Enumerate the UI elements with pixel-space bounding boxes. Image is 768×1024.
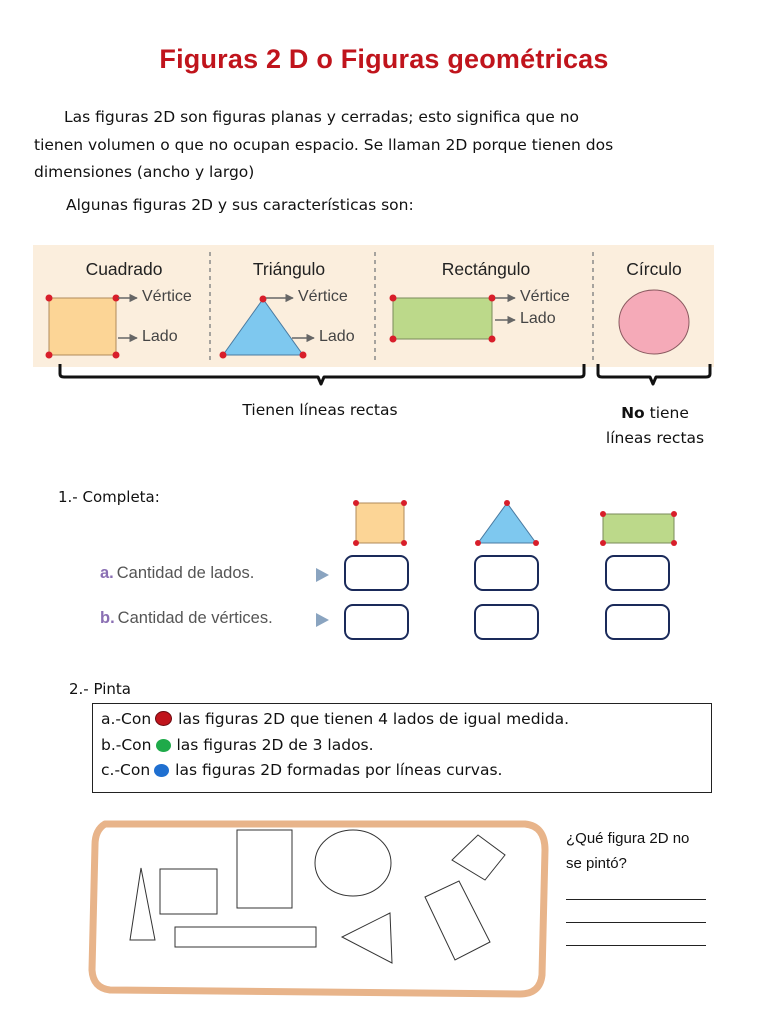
tilted-rectangle-figure	[424, 880, 491, 961]
long-rectangle-figure	[174, 926, 317, 948]
exercise-2-title: 2.- Pinta	[69, 680, 131, 698]
answer-line-2[interactable]	[566, 922, 706, 923]
answer-line-3[interactable]	[566, 945, 706, 946]
shapes-panel-drawing	[45, 252, 712, 386]
triangle-name: Triángulo	[252, 259, 326, 279]
intro-line-3: dimensiones (ancho y largo)	[34, 163, 255, 181]
vertex-dot	[45, 294, 53, 302]
side-question: ¿Qué figura 2D no se pintó?	[566, 830, 690, 872]
circle-name: Círculo	[626, 259, 682, 279]
intro-line-2: tienen volumen o que no ocupan espacio. …	[34, 135, 614, 154]
play-arrow-icon	[316, 568, 329, 582]
answer-line-1[interactable]	[566, 899, 706, 900]
straight-lines-caption: Tienen líneas rectas	[242, 401, 398, 419]
circle-figure	[314, 829, 392, 897]
rectangle-vertex-label: Vértice	[520, 288, 570, 305]
side-triangle-figure	[340, 912, 393, 964]
tilted-square-figure	[451, 834, 506, 881]
curved-group-brace	[596, 364, 712, 386]
circle-shape	[618, 289, 690, 355]
ex-rectangle-shape	[602, 513, 675, 544]
vertex-dot	[45, 351, 53, 359]
vertex-dot	[389, 294, 397, 302]
vertex-dot	[112, 351, 120, 359]
straight-group-brace	[58, 364, 586, 386]
answer-box-rectangle-vertices[interactable]	[605, 604, 670, 640]
answer-box-square-vertices[interactable]	[344, 604, 409, 640]
ex-square-shape	[355, 502, 405, 544]
intro-line-4: Algunas figuras 2D y sus características…	[66, 196, 414, 214]
vertex-dot	[219, 351, 227, 359]
play-arrow-icon	[316, 613, 329, 627]
no-bold: No	[621, 404, 645, 422]
exercise-1-shapes	[316, 500, 677, 627]
square-figure	[159, 868, 218, 915]
vertex-dot	[259, 295, 267, 303]
vertex-dot	[488, 294, 496, 302]
blue-dot-icon	[154, 764, 170, 777]
vertex-dot	[488, 335, 496, 343]
intro-line-1: Las figuras 2D son figuras planas y cerr…	[64, 108, 580, 126]
vertex-dot	[112, 294, 120, 302]
triangle-side-label: Lado	[319, 328, 355, 345]
rectangle-shape	[392, 297, 493, 340]
row-a-label: a.Cantidad de lados.	[100, 564, 255, 582]
red-dot-icon	[155, 711, 173, 726]
square-side-label: Lado	[142, 328, 178, 345]
ex-triangle-shape	[477, 502, 537, 544]
answer-box-square-sides[interactable]	[344, 555, 409, 591]
tall-rectangle-figure	[236, 829, 293, 909]
vertex-dot	[389, 335, 397, 343]
answer-box-rectangle-sides[interactable]	[605, 555, 670, 591]
rectangle-side-label: Lado	[520, 310, 556, 327]
square-name: Cuadrado	[85, 259, 163, 279]
square-vertex-label: Vértice	[142, 288, 192, 305]
answer-box-triangle-vertices[interactable]	[474, 604, 539, 640]
shapes-panel	[33, 245, 714, 367]
row-b-label: b.Cantidad de vértices.	[100, 609, 273, 627]
vertex-dot	[299, 351, 307, 359]
coloring-frame	[88, 820, 549, 998]
page-title: Figuras 2 D o Figuras geométricas	[159, 44, 609, 74]
green-dot-icon	[155, 739, 171, 752]
triangle-vertex-label: Vértice	[298, 288, 348, 305]
answer-box-triangle-sides[interactable]	[474, 555, 539, 591]
intro-paragraph: Las figuras 2D son figuras planas y cerr…	[34, 104, 734, 187]
triangle-shape	[222, 298, 304, 356]
tall-triangle-figure	[129, 867, 156, 941]
square-shape	[48, 297, 117, 356]
curved-lines-caption: No tiene líneas rectas	[605, 404, 705, 447]
rectangle-name: Rectángulo	[441, 259, 531, 279]
exercise-1-title: 1.- Completa:	[58, 488, 160, 506]
